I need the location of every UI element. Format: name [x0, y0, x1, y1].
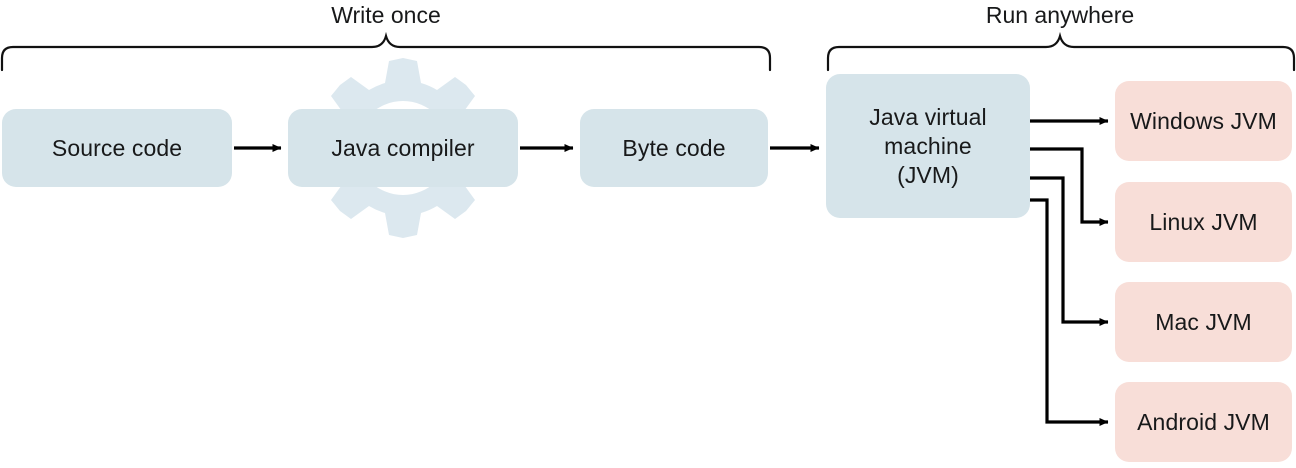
- node-windows-jvm[interactable]: [1115, 81, 1292, 161]
- brace-write-once: [0, 31, 772, 72]
- connector-jvm-to-mac: [1030, 176, 1109, 326]
- group-label-run-anywhere: Run anywhere: [985, 2, 1135, 28]
- connector-jvm-to-linux: [1030, 147, 1109, 226]
- node-linux-jvm[interactable]: [1115, 182, 1292, 262]
- node-byte-code[interactable]: [580, 109, 768, 187]
- group-label-write-once: Write once: [331, 2, 441, 28]
- node-mac-jvm[interactable]: [1115, 282, 1292, 362]
- node-java-virtual-machine[interactable]: [826, 74, 1030, 218]
- connector-jvm-to-android: [1030, 198, 1109, 426]
- brace-run-anywhere: [826, 31, 1296, 72]
- node-source-code[interactable]: [2, 109, 232, 187]
- node-android-jvm[interactable]: [1115, 382, 1292, 462]
- node-java-compiler[interactable]: [288, 109, 518, 187]
